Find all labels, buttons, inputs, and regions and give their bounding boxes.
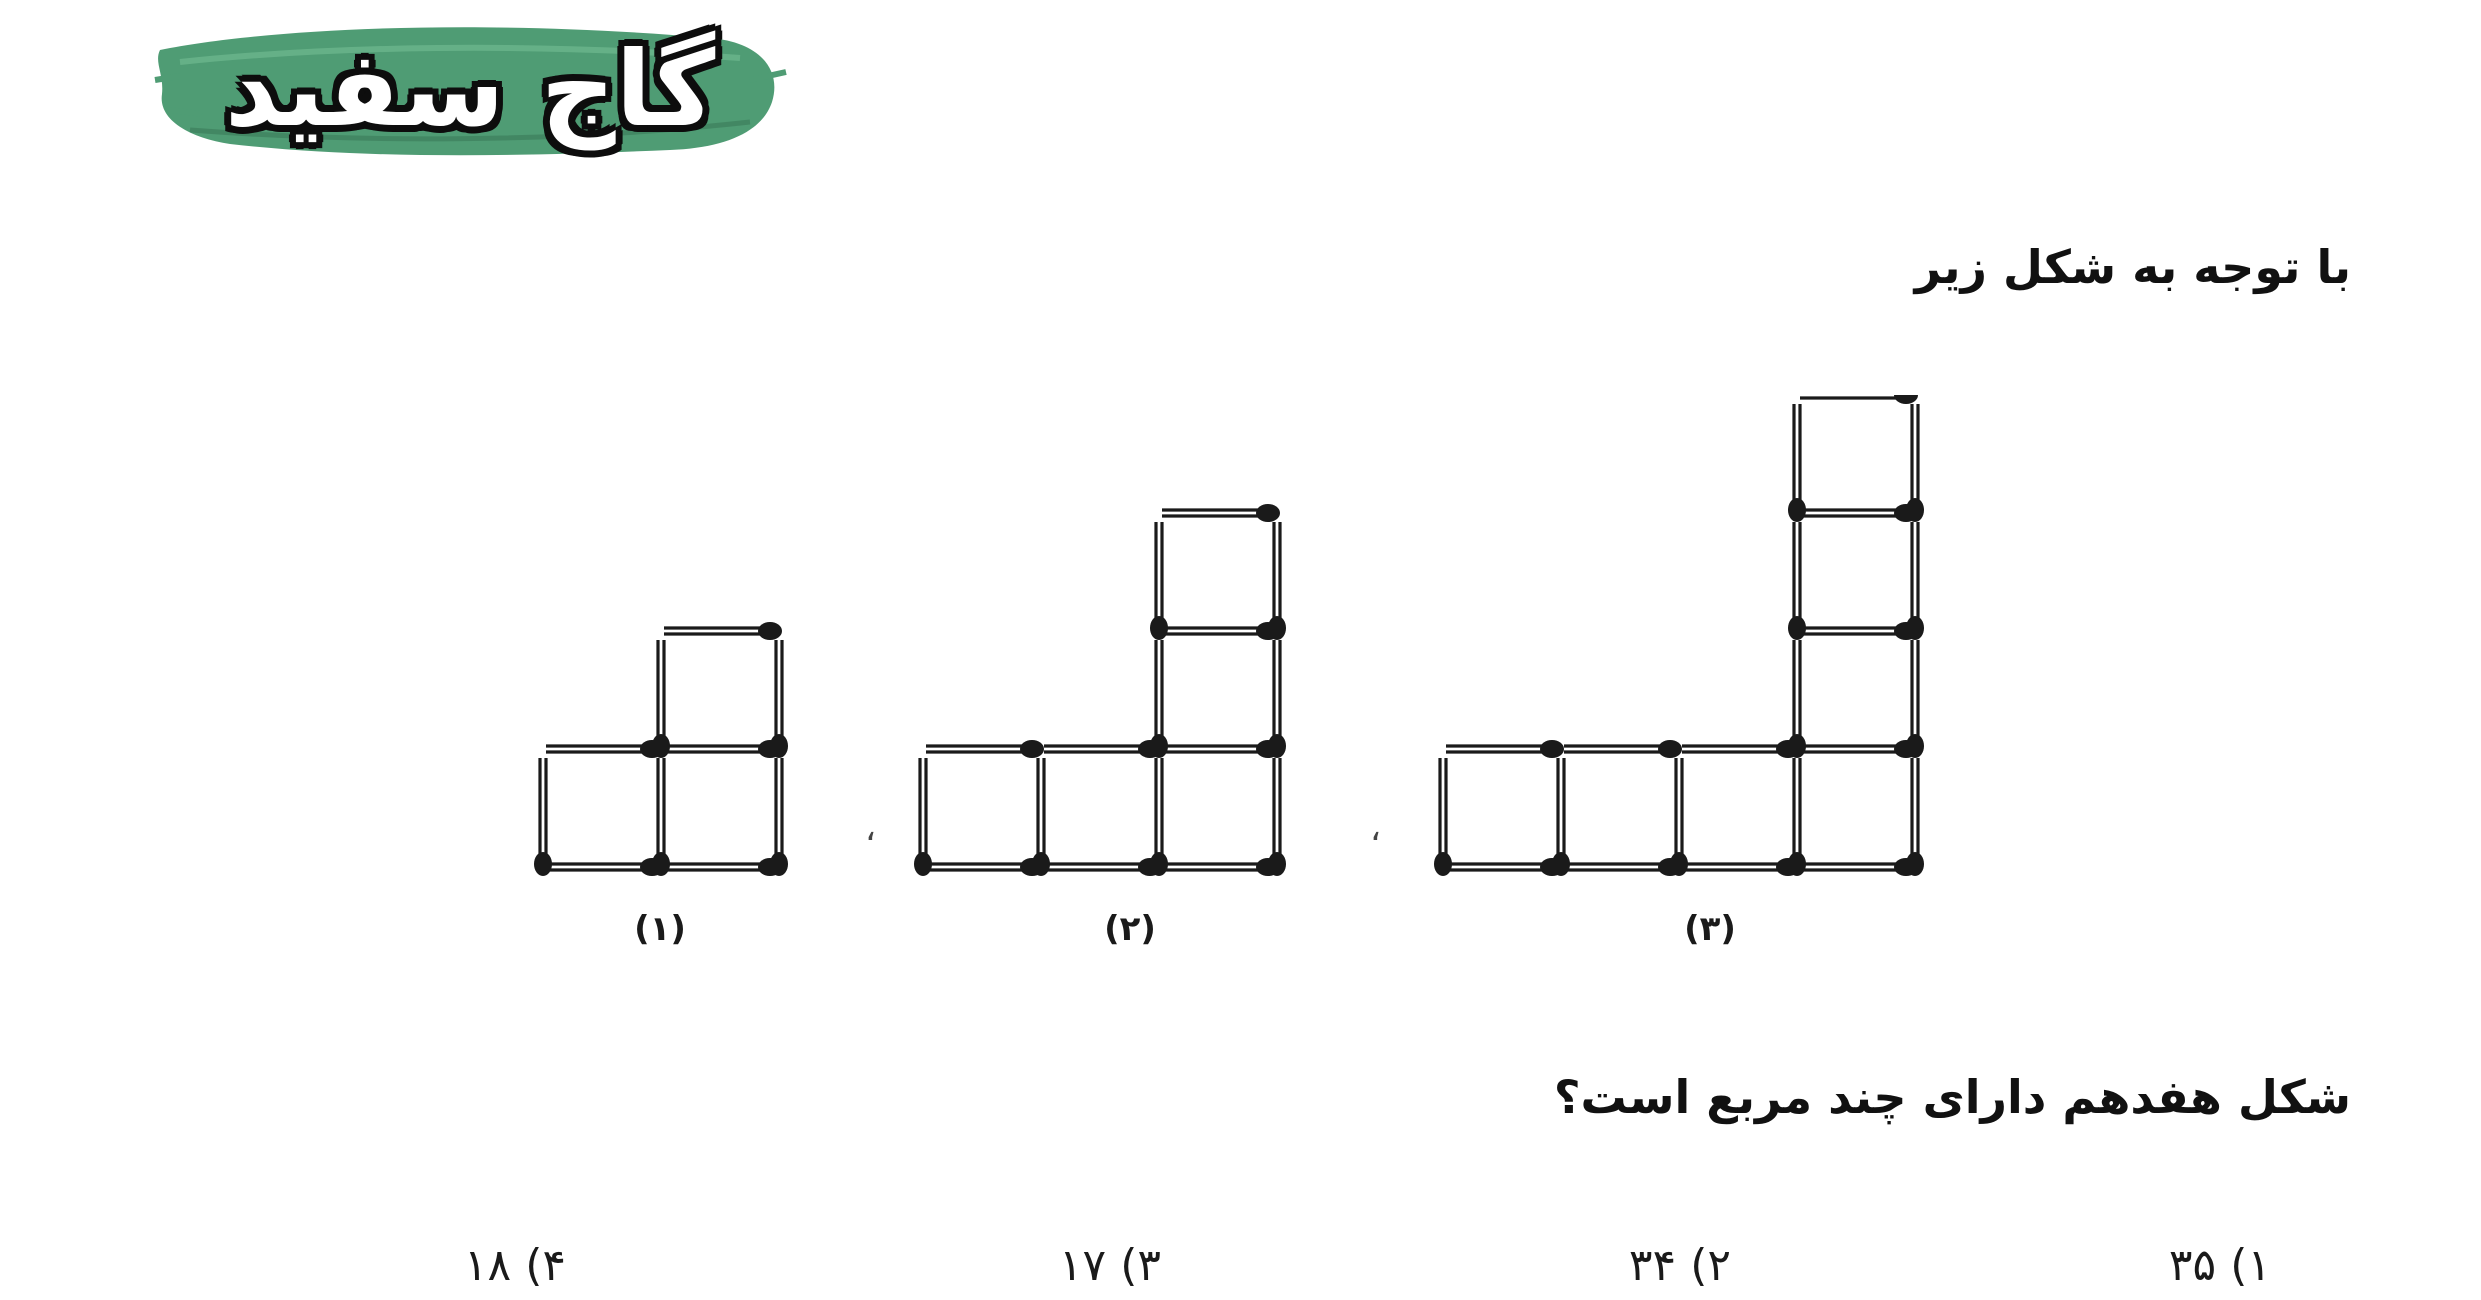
- question-intro: با توجه به شکل زیر: [1914, 240, 2351, 294]
- match-head: [1268, 616, 1286, 640]
- match-head: [1906, 852, 1924, 876]
- figure-label: (۳): [1684, 909, 1736, 949]
- choice-1-value: ۳۵: [2168, 1240, 2217, 1291]
- choice-4-number: ۴): [525, 1240, 566, 1291]
- match-head: [1268, 852, 1286, 876]
- publisher-logo: گاج سفید: [150, 10, 790, 180]
- choice-2[interactable]: ۲) ۳۴: [1629, 1240, 1731, 1291]
- choice-2-number: ۲): [1690, 1240, 1731, 1291]
- logo-text: گاج سفید: [224, 28, 716, 150]
- match-head: [1906, 498, 1924, 522]
- choice-4[interactable]: ۴) ۱۸: [464, 1240, 566, 1291]
- choice-4-value: ۱۸: [463, 1240, 512, 1291]
- choice-3-value: ۱۷: [1058, 1240, 1107, 1291]
- match-head: [652, 734, 670, 758]
- match-head: [1788, 498, 1806, 522]
- match-head: [1268, 734, 1286, 758]
- figure-separator: ،: [865, 809, 876, 849]
- match-head: [1788, 616, 1806, 640]
- answer-choices: ۱) ۳۵ ۲) ۳۴ ۳) ۱۷ ۴) ۱۸: [0, 1240, 2481, 1300]
- question-prompt: شکل هفدهم دارای چند مربع است؟: [1553, 1070, 2351, 1124]
- match-head: [1150, 616, 1168, 640]
- choice-1[interactable]: ۱) ۳۵: [2169, 1240, 2271, 1291]
- match-head: [1434, 852, 1452, 876]
- match-head: [1658, 740, 1682, 758]
- logo-brush-stroke: [154, 27, 787, 156]
- choice-3-number: ۳): [1120, 1240, 1161, 1291]
- choice-1-number: ۱): [2230, 1240, 2271, 1291]
- match-head: [770, 734, 788, 758]
- matchstick-pattern-figure: (۱) (۲) (۳) ، ،: [490, 395, 2010, 995]
- choice-3[interactable]: ۳) ۱۷: [1059, 1240, 1161, 1291]
- figure-label: (۲): [1104, 909, 1156, 949]
- match-head: [1256, 504, 1280, 522]
- figure-label: (۱): [634, 909, 686, 949]
- match-head: [758, 622, 782, 640]
- matchstick-diagram: (۱) (۲) (۳) ، ،: [534, 395, 1924, 949]
- match-head: [1540, 740, 1564, 758]
- match-head: [1906, 734, 1924, 758]
- figure-separator: ،: [1370, 809, 1381, 849]
- match-head: [534, 852, 552, 876]
- match-head: [1894, 395, 1918, 404]
- choice-2-value: ۳۴: [1628, 1240, 1677, 1291]
- match-head: [770, 852, 788, 876]
- match-head: [1788, 734, 1806, 758]
- match-head: [1020, 740, 1044, 758]
- match-head: [914, 852, 932, 876]
- match-head: [1906, 616, 1924, 640]
- match-head: [1150, 734, 1168, 758]
